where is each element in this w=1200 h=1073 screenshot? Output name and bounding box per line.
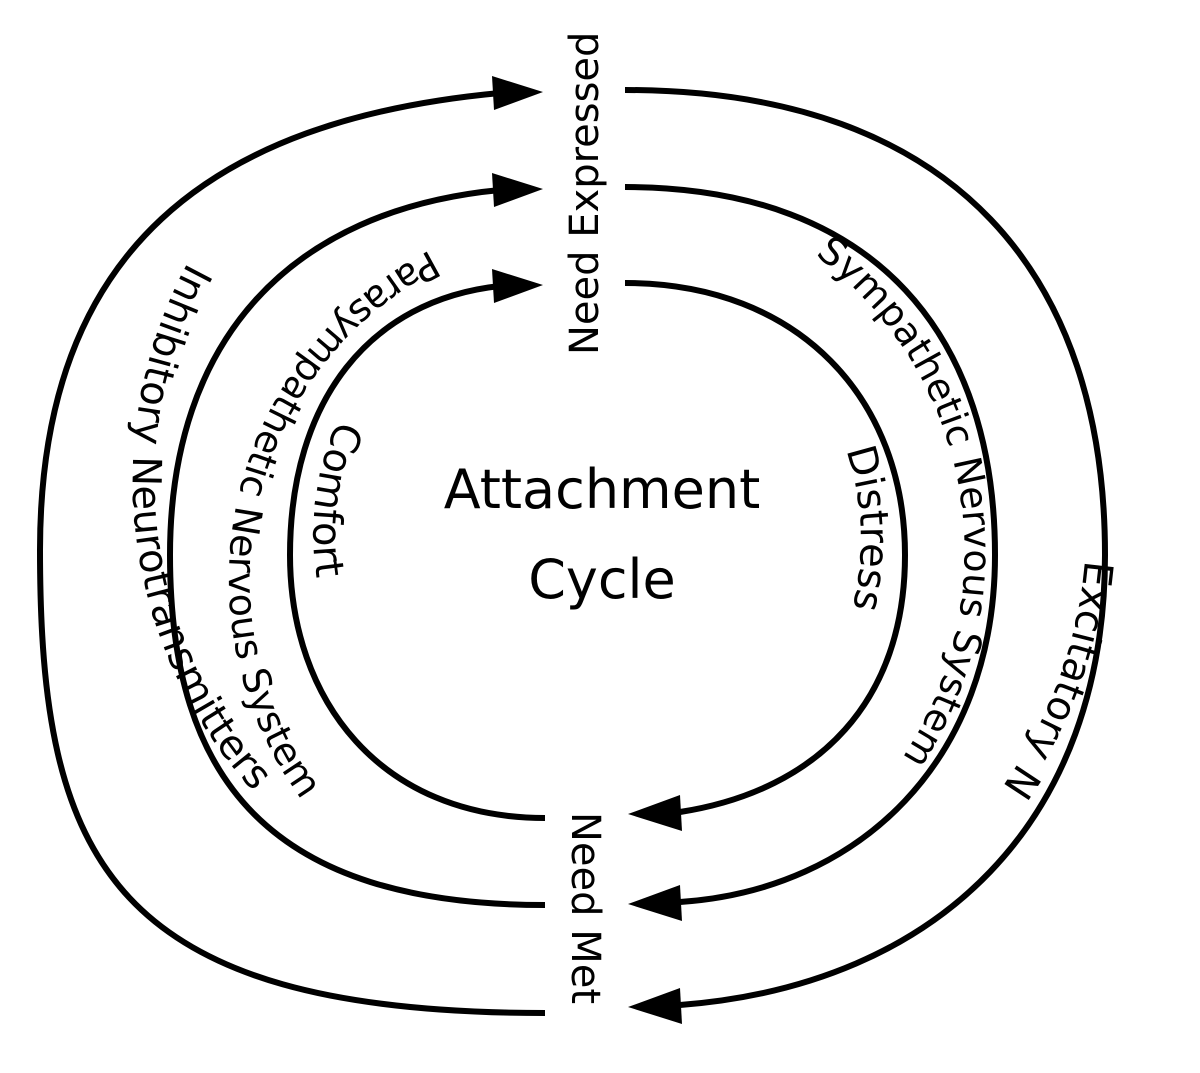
- comfort-label: Comfort: [303, 416, 371, 580]
- left-outer-arc: [36, 90, 546, 1016]
- center-title-line2: Cycle: [528, 548, 676, 611]
- left-middle-arc: [166, 187, 546, 908]
- arrowhead-middle-bottom: [628, 885, 682, 921]
- arrowhead-middle-top: [492, 173, 543, 207]
- right-outer-arc: [624, 87, 1109, 1008]
- arrowhead-outer-bottom: [628, 988, 682, 1024]
- arrowhead-inner-top: [492, 269, 543, 303]
- center-title-line1: Attachment: [444, 458, 761, 521]
- left-inner-arc: [286, 283, 546, 821]
- arrowhead-outer-top: [492, 76, 543, 110]
- right-middle-arc: [624, 184, 999, 905]
- distress-label: Distress: [837, 440, 897, 615]
- sympathetic-nervous-system-label: Sympathetic Nervous System: [809, 227, 999, 776]
- right-inner-arc: [624, 280, 909, 815]
- need-met-label: Need Met: [562, 812, 608, 1004]
- need-expressed-label: Need Expressed: [562, 32, 608, 355]
- arrowhead-inner-bottom: [628, 795, 682, 831]
